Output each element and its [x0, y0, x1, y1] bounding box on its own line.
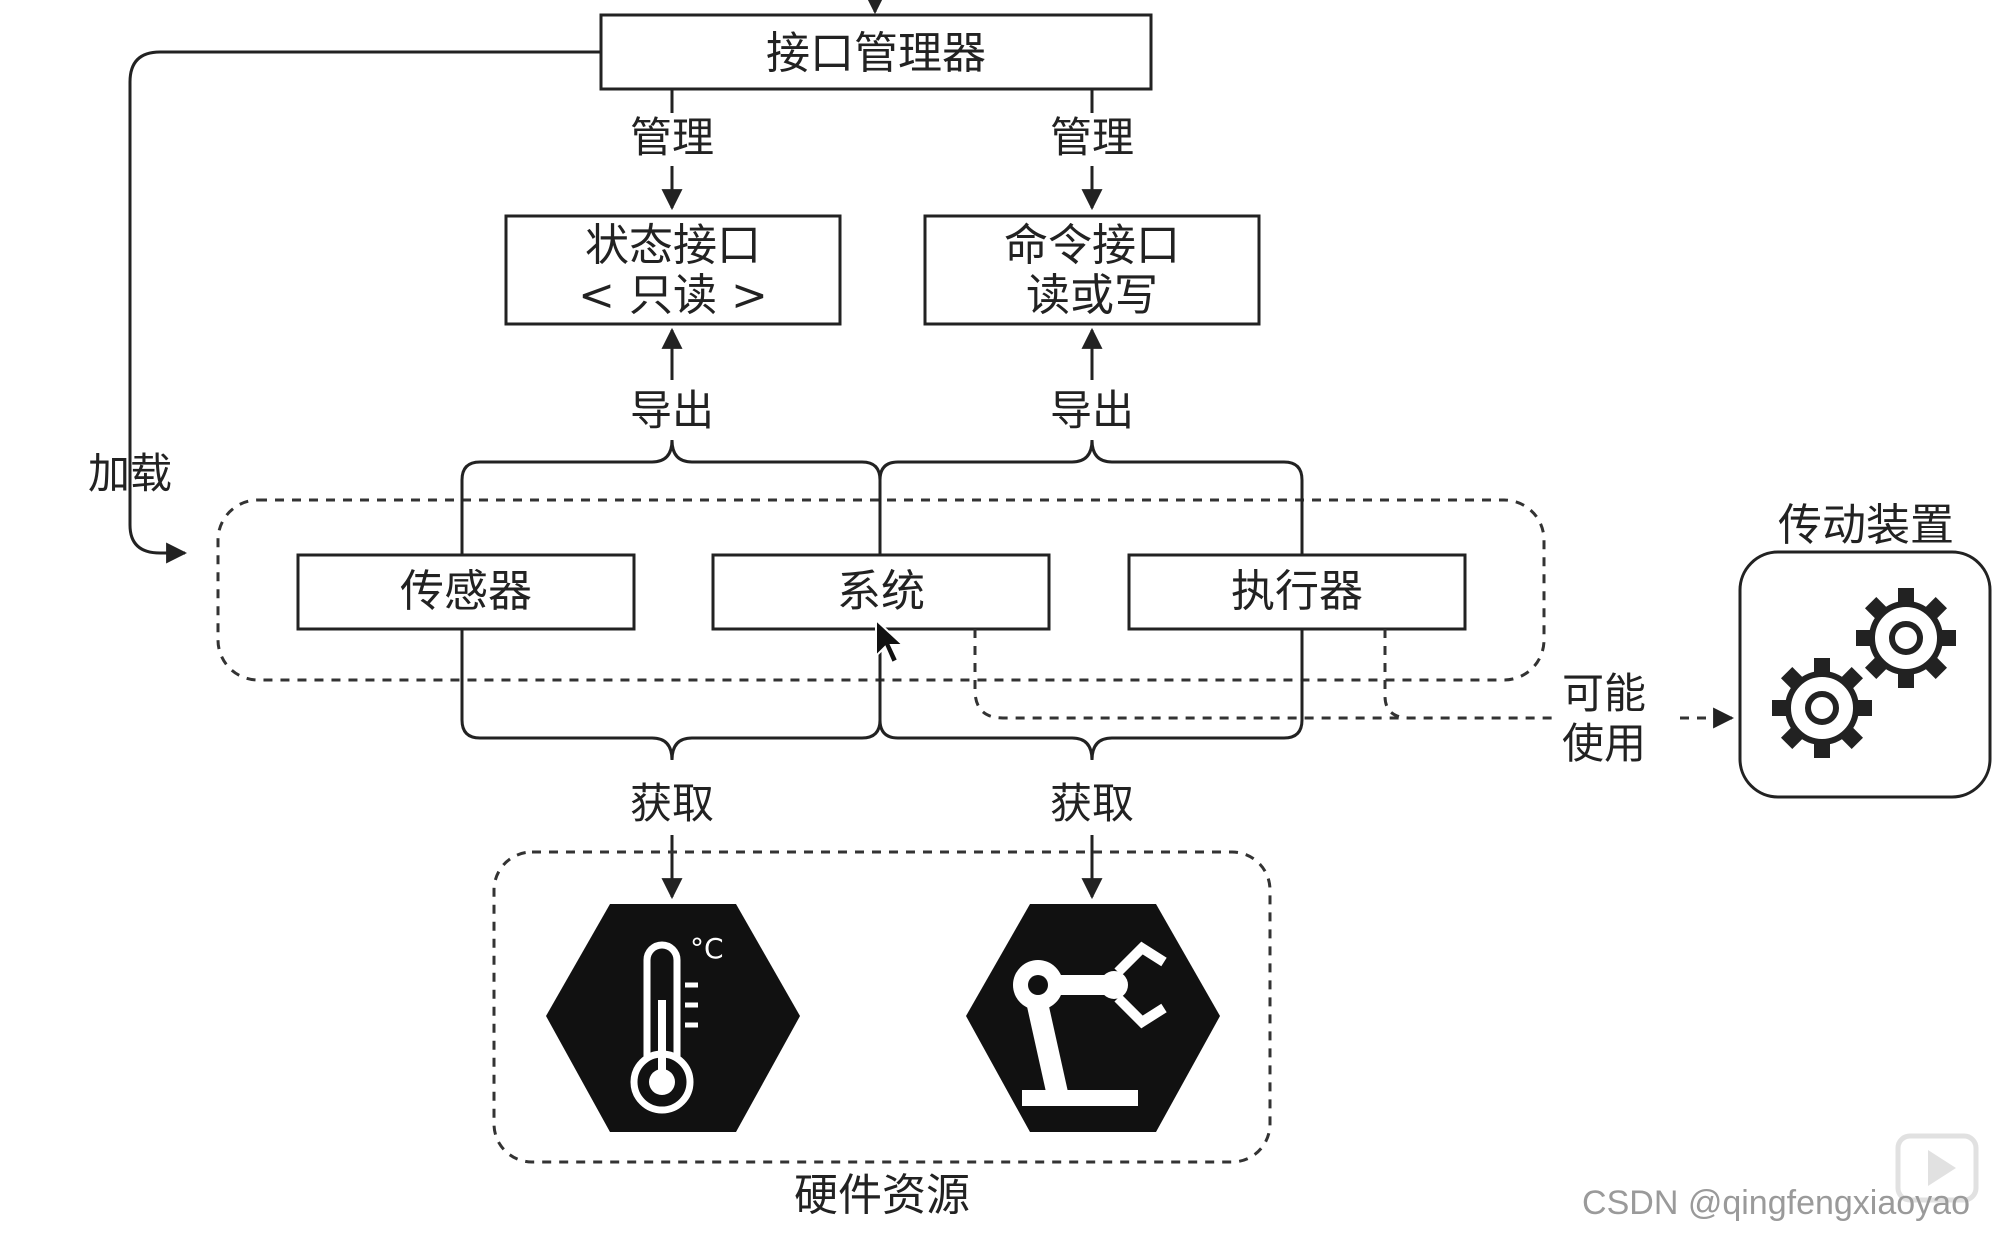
thermometer-hardware: °C: [546, 904, 800, 1132]
command-interface-access: 读或写: [1026, 270, 1158, 321]
maybe-use-label-line2: 使用: [1562, 719, 1646, 768]
system-maybe-use-connector: [973, 629, 1560, 720]
actuator-label: 执行器: [1231, 566, 1363, 617]
maybe-use-label-bg: [1558, 668, 1676, 778]
hardware-resources-group: [492, 850, 1272, 1164]
export-right-brace: [878, 439, 1304, 500]
hardware-resources-label: 硬件资源: [794, 1170, 970, 1221]
robot-arm-icon: [1013, 941, 1167, 1106]
export-right-label: 导出: [1050, 386, 1134, 435]
state-interface-access: < 只读 >: [578, 270, 768, 321]
acquire-left-brace: [460, 680, 882, 761]
thermometer-icon: [630, 941, 698, 1114]
acquire-right-label: 获取: [1050, 779, 1134, 828]
thermometer-unit: °C: [690, 932, 724, 965]
load-arrow: [128, 50, 601, 564]
interface-manager-node: 接口管理器: [599, 13, 1153, 91]
actuator-node: 执行器: [1127, 553, 1467, 631]
maybe-use-label-line1: 可能: [1562, 669, 1646, 718]
actuator-maybe-use-connector: [1383, 629, 1411, 720]
acquire-left-label: 获取: [630, 779, 714, 828]
state-interface-title: 状态接口: [585, 220, 761, 271]
export-left-brace: [460, 439, 882, 500]
command-interface-title: 命令接口: [1004, 220, 1180, 271]
load-label: 加载: [88, 449, 172, 498]
watermark-text: CSDN @qingfengxiaoyao: [1582, 1184, 1970, 1222]
transmission-label: 传动装置: [1778, 500, 1954, 551]
mouse-cursor-icon: [875, 617, 906, 665]
state-interface-node: 状态接口 < 只读 >: [504, 214, 842, 326]
acquire-right-brace: [878, 680, 1304, 761]
video-play-icon: [1895, 1133, 1979, 1203]
interface-manager-label: 接口管理器: [766, 28, 986, 79]
system-node: 系统: [711, 553, 1051, 631]
transmission-node: [1738, 550, 1992, 799]
manage-right-label: 管理: [1050, 113, 1134, 162]
sensor-label: 传感器: [400, 566, 532, 617]
thermometer-hexagon: [546, 904, 800, 1132]
manage-left-label: 管理: [630, 113, 714, 162]
system-label: 系统: [837, 566, 925, 617]
robot-arm-hardware: [966, 904, 1220, 1132]
command-interface-node: 命令接口 读或写: [923, 214, 1261, 326]
sensor-node: 传感器: [296, 553, 636, 631]
export-left-label: 导出: [630, 386, 714, 435]
